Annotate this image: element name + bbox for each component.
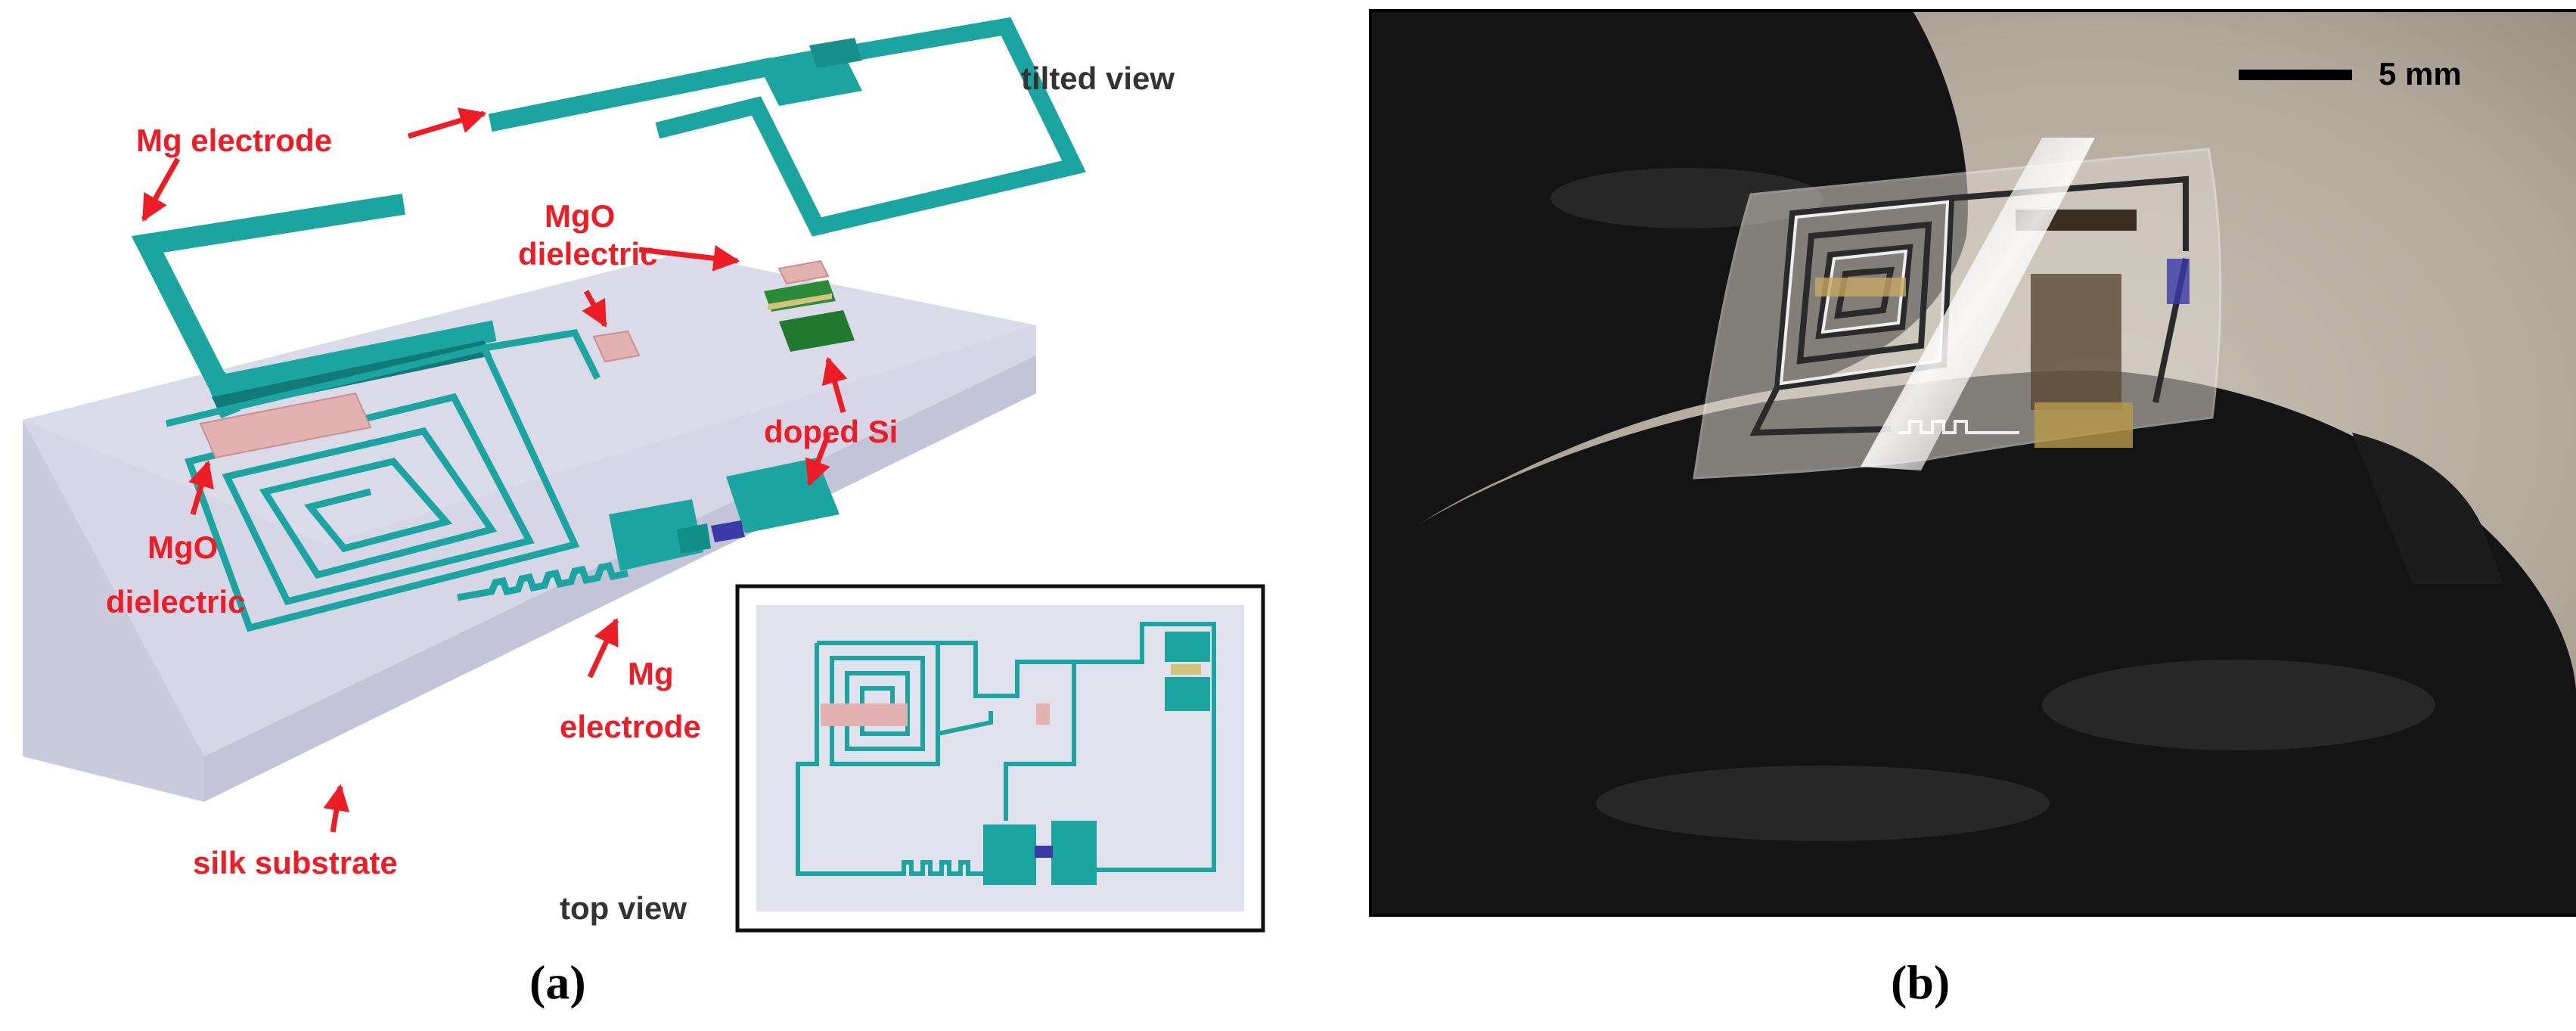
label-tilted-view: tilted view <box>1021 61 1175 96</box>
label-silk-substrate: silk substrate <box>193 845 398 880</box>
caption-b: (b) <box>1891 955 1951 1009</box>
mg-electrode-pads-floating <box>756 38 862 106</box>
panel-a-diagram: tilted view Mg electrode MgO dielectric … <box>23 17 1265 933</box>
top-view-inset <box>735 584 1265 933</box>
label-mg-electrode-bottom-2: electrode <box>560 709 701 744</box>
panel-b-photo: 5 mm <box>1369 9 2576 917</box>
red-arrows <box>141 107 848 833</box>
scale-bar <box>2239 70 2352 80</box>
silk-film-device <box>1693 138 2222 480</box>
spiral-inductor <box>165 329 601 632</box>
label-mgo-dielectric-top-2: dielectric <box>518 236 657 272</box>
label-mgo-dielectric-left-2: dielectric <box>106 584 245 620</box>
scale-bar-label: 5 mm <box>2379 56 2462 92</box>
doped-si-pads <box>764 280 855 352</box>
meander-wire <box>457 561 628 601</box>
glove-highlights <box>1550 168 2435 841</box>
mgo-dielectric-pads <box>199 259 830 459</box>
caption-a: (a) <box>529 955 586 1009</box>
label-mg-electrode-bottom-1: Mg <box>628 656 674 691</box>
label-mg-electrode-top: Mg electrode <box>136 123 332 158</box>
label-doped-si: doped Si <box>764 414 898 449</box>
label-mgo-dielectric-left-1: MgO <box>147 529 218 565</box>
label-mgo-dielectric-top-1: MgO <box>545 198 615 234</box>
label-top-view: top view <box>560 890 687 926</box>
